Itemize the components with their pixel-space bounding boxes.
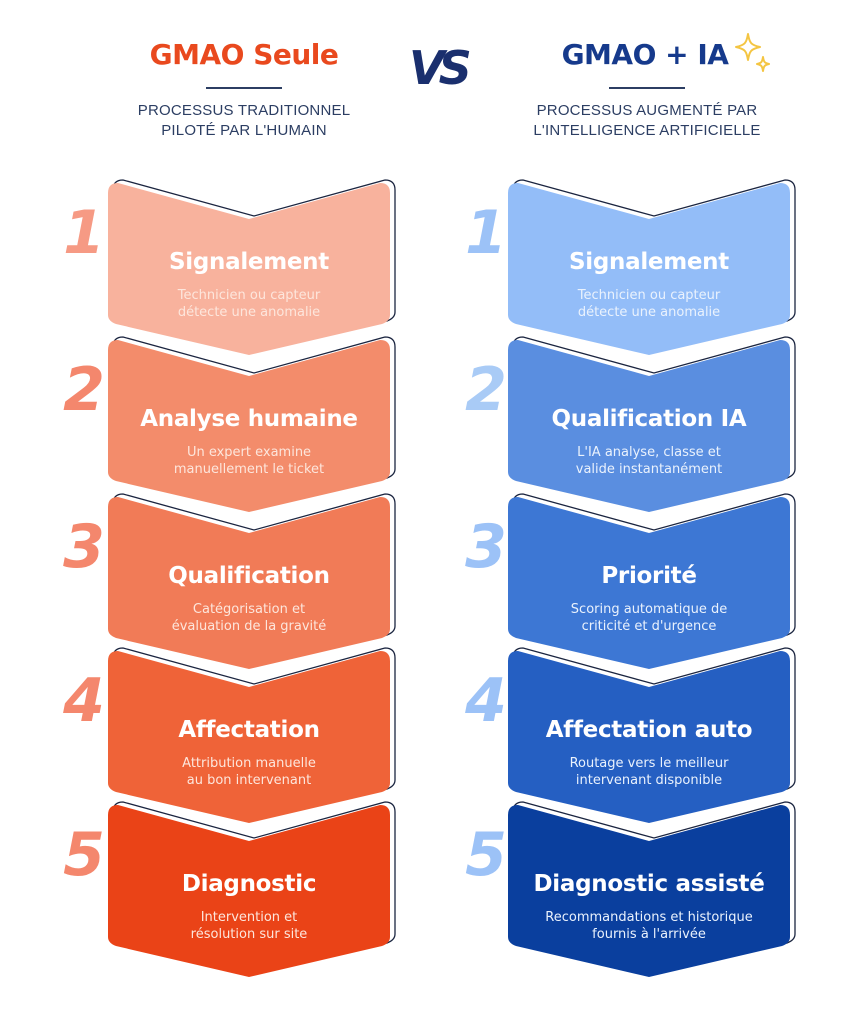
right-step-1-chevron [508, 183, 790, 355]
right-step-3-number: 3 [465, 512, 507, 582]
right-step-2-description-line-1: L'IA analyse, classe et [577, 445, 721, 460]
right-step-2-description-line-2: valide instantanément [575, 462, 723, 477]
right-step-3-description-line-1: Scoring automatique de [570, 602, 728, 617]
vs-logo-icon: VS [409, 41, 471, 90]
right-step-4-number: 4 [464, 666, 507, 736]
left-step-1-description-line-1: Technicien ou capteur [177, 288, 321, 303]
left-step-5-description-line-2: résolution sur site [190, 927, 308, 942]
left-step-2-description: Un expert examine manuellement le ticket [119, 444, 379, 478]
left-step-2-title: Analyse humaine [140, 406, 358, 432]
right-step-4-description: Routage vers le meilleur intervenant disp… [519, 755, 779, 789]
right-step-5-number: 5 [465, 820, 507, 890]
left-step-4-description-line-2: au bon intervenant [186, 773, 312, 788]
right-step-5-description: Recommandations et historique fournis à l… [519, 909, 779, 943]
right-step-5-title: Diagnostic assisté [533, 871, 765, 897]
left-step-2-chevron [108, 340, 390, 512]
left-step-4-description: Attribution manuelle au bon intervenant [119, 755, 379, 789]
right-step-5-description-line-1: Recommandations et historique [545, 910, 753, 925]
left-step-4-description-line-1: Attribution manuelle [182, 756, 316, 771]
right-step-5-description-line-2: fournis à l'arrivée [592, 927, 706, 942]
left-step-1-description-line-2: détecte une anomalie [177, 305, 321, 320]
left-step-3-chevron [108, 497, 390, 669]
left-step-3-number: 3 [63, 512, 105, 582]
right-step-4-chevron [508, 651, 790, 823]
sparkle-icon [735, 33, 770, 72]
right-subtitle-line-1: PROCESSUS AUGMENTÉ PAR [536, 102, 758, 119]
sparkle-small [756, 56, 770, 72]
right-step-2-chevron [508, 340, 790, 512]
left-step-3-description-line-1: Catégorisation et [192, 602, 306, 617]
right-step-2-title: Qualification IA [551, 406, 747, 432]
right-step-4-description-line-1: Routage vers le meilleur [569, 756, 729, 771]
right-step-2-number: 2 [465, 355, 507, 425]
left-step-2-description-line-2: manuellement le ticket [173, 462, 325, 477]
right-column-title: GMAO + IA [561, 38, 729, 71]
right-title-underline [609, 87, 685, 89]
right-step-3-description-line-2: criticité et d'urgence [581, 619, 717, 634]
right-step-1-description-line-1: Technicien ou capteur [577, 288, 721, 303]
right-step-5-chevron [508, 805, 790, 977]
left-step-3-description-line-2: évaluation de la gravité [171, 619, 327, 634]
left-step-1-description: Technicien ou capteur détecte une anomali… [119, 287, 379, 321]
right-step-1-description-line-2: détecte une anomalie [577, 305, 721, 320]
left-step-5-title: Diagnostic [181, 871, 317, 897]
left-step-1-number: 1 [63, 198, 105, 268]
sparkle-large [735, 33, 761, 61]
right-step-1-description: Technicien ou capteur détecte une anomali… [519, 287, 779, 321]
left-step-1-title: Signalement [169, 249, 329, 275]
right-subtitle-line-2: L'INTELLIGENCE ARTIFICIELLE [533, 122, 761, 139]
right-step-1-title: Signalement [569, 249, 729, 275]
left-step-1-chevron [108, 183, 390, 355]
left-step-3-title: Qualification [168, 563, 330, 589]
right-step-1-number: 1 [465, 198, 507, 268]
left-step-2-description-line-1: Un expert examine [186, 445, 312, 460]
left-step-4-number: 4 [62, 666, 105, 736]
left-column-title: GMAO Seule [149, 38, 339, 71]
left-step-4-chevron [108, 651, 390, 823]
right-step-3-description: Scoring automatique de criticité et d'urg… [519, 601, 779, 635]
right-column-subtitle: PROCESSUS AUGMENTÉ PAR L'INTELLIGENCE AR… [487, 101, 807, 141]
left-title-underline [206, 87, 282, 89]
right-step-2-description: L'IA analyse, classe et valide instantané… [519, 444, 779, 478]
right-step-3-chevron [508, 497, 790, 669]
right-step-4-description-line-2: intervenant disponible [575, 773, 723, 788]
left-step-5-chevron [108, 805, 390, 977]
left-column-subtitle: PROCESSUS TRADITIONNEL PILOTÉ PAR L'HUMA… [84, 101, 404, 141]
left-subtitle-line-1: PROCESSUS TRADITIONNEL [137, 102, 351, 119]
left-step-3-description: Catégorisation et évaluation de la gravit… [119, 601, 379, 635]
left-step-5-description-line-1: Intervention et [200, 910, 298, 925]
left-step-5-description: Intervention et résolution sur site [119, 909, 379, 943]
right-step-4-title: Affectation auto [545, 717, 753, 743]
left-step-5-number: 5 [63, 820, 105, 890]
left-step-2-number: 2 [63, 355, 105, 425]
left-subtitle-line-2: PILOTÉ PAR L'HUMAIN [161, 122, 327, 139]
vs-text: VS [409, 41, 470, 90]
right-step-3-title: Priorité [601, 563, 697, 589]
left-step-4-title: Affectation [178, 717, 320, 743]
